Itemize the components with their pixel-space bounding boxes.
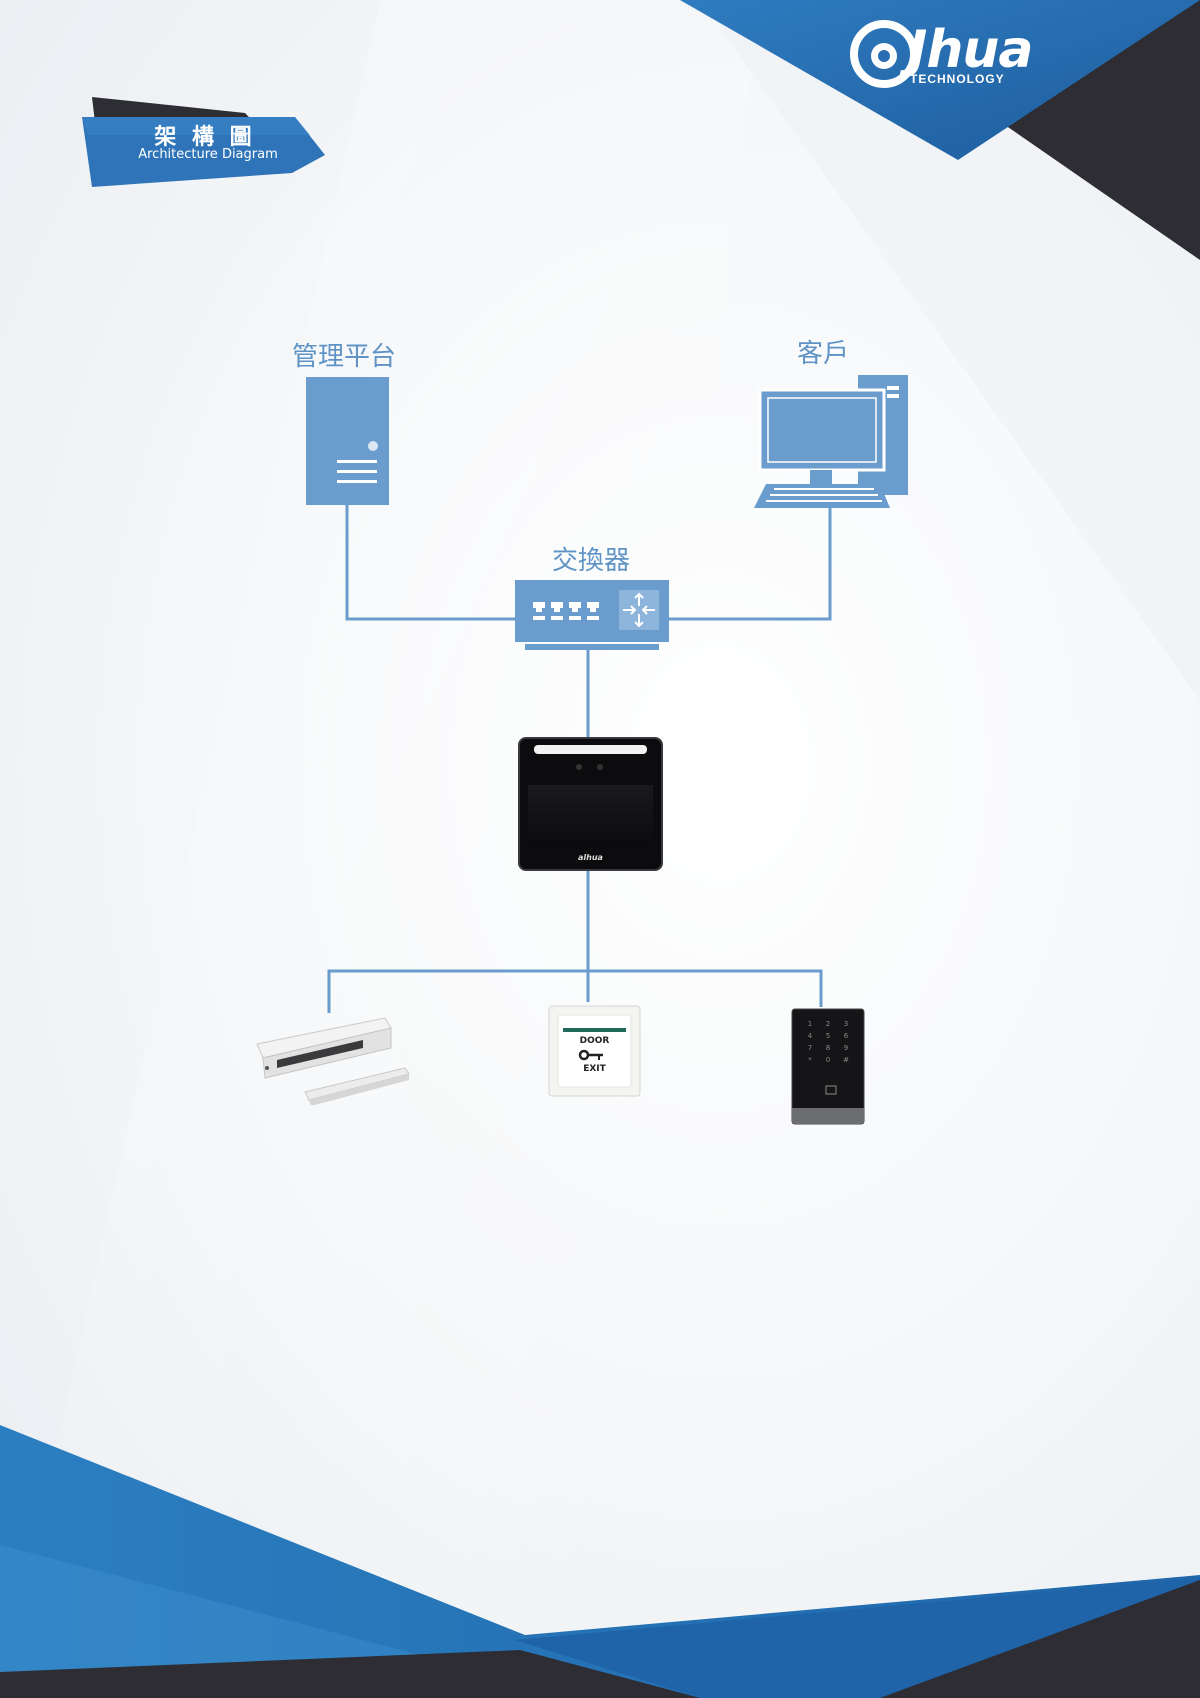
logo-wordmark: Jhua — [908, 20, 1034, 80]
keypad-card-reader: 1 2 3 4 5 6 7 8 9 * 0 # — [791, 1008, 865, 1125]
keypad-key: 1 — [807, 1020, 813, 1028]
keypad-key: # — [843, 1056, 849, 1064]
brand-logo: Jhua TECHNOLOGY — [848, 14, 1078, 94]
desktop-computer-icon — [752, 374, 910, 510]
bottom-right-dark-shape — [880, 1580, 1200, 1698]
banner-title-en: Architecture Diagram — [138, 147, 278, 162]
exit-button-exit-text: EXIT — [583, 1064, 606, 1074]
keypad-key: 0 — [825, 1056, 831, 1064]
top-right-blue-shape — [680, 0, 1200, 160]
line-server-to-switch — [345, 505, 516, 621]
keypad-key: 4 — [807, 1032, 813, 1040]
keypad-key: 3 — [843, 1020, 849, 1028]
terminal-brand-logo: alhua — [578, 853, 603, 862]
line-client-to-switch — [668, 505, 832, 621]
logo-subtitle: TECHNOLOGY — [910, 72, 1005, 86]
keypad-key: 6 — [843, 1032, 849, 1040]
face-recognition-terminal: alhua — [518, 737, 663, 871]
line-device-bus — [327, 969, 823, 1013]
keypad-grid: 1 2 3 4 5 6 7 8 9 * 0 # — [801, 1020, 855, 1064]
keypad-key: 8 — [825, 1044, 831, 1052]
exit-button-door-text: DOOR — [579, 1036, 610, 1046]
magnetic-lock-device — [255, 1010, 410, 1105]
server-label: 管理平台 — [292, 342, 397, 372]
server-icon — [305, 376, 390, 506]
bottom-dark-shape — [0, 1650, 700, 1698]
architecture-banner: 架 構 圖 Architecture Diagram — [80, 95, 330, 195]
door-exit-button: DOOR EXIT — [548, 1005, 641, 1097]
keypad-key: * — [808, 1056, 812, 1064]
keypad-key: 9 — [843, 1044, 849, 1052]
switch-label: 交換器 — [552, 546, 631, 576]
network-switch-icon — [513, 578, 671, 652]
client-label: 客戶 — [797, 339, 850, 369]
banner-title-zh: 架 構 圖 — [154, 125, 256, 150]
keypad-key: 5 — [825, 1032, 831, 1040]
keypad-key: 2 — [825, 1020, 831, 1028]
keypad-key: 7 — [807, 1044, 813, 1052]
